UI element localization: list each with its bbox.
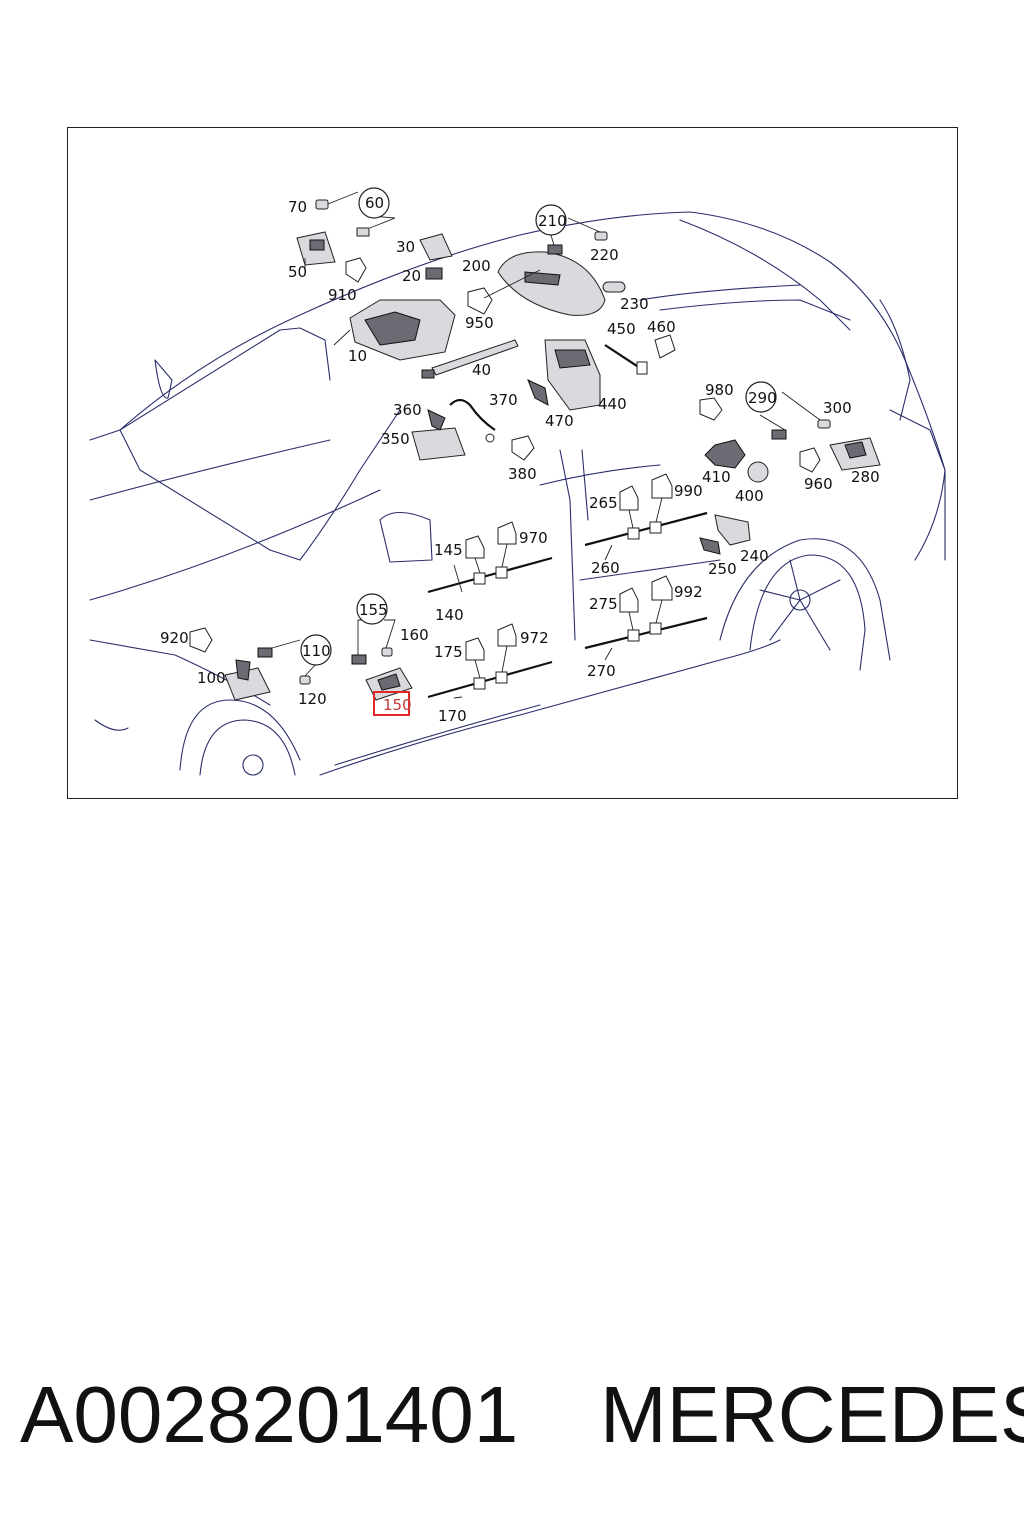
label-300: 300 — [823, 399, 852, 417]
label-40: 40 — [472, 361, 491, 379]
label-992: 992 — [674, 583, 703, 601]
part-number: A0028201401 — [20, 1370, 519, 1459]
label-990: 990 — [674, 482, 703, 500]
label-450: 450 — [607, 320, 636, 338]
callout-circles — [300, 187, 777, 666]
label-145: 145 — [434, 541, 463, 559]
label-70: 70 — [288, 198, 307, 216]
label-920: 920 — [160, 629, 189, 647]
label-440: 440 — [598, 395, 627, 413]
label-950: 950 — [465, 314, 494, 332]
label-970: 970 — [519, 529, 548, 547]
label-220: 220 — [590, 246, 619, 264]
label-240: 240 — [740, 547, 769, 565]
label-275: 275 — [589, 595, 618, 613]
highlight-box — [373, 691, 410, 716]
label-470: 470 — [545, 412, 574, 430]
label-380: 380 — [508, 465, 537, 483]
label-175: 175 — [434, 643, 463, 661]
label-265: 265 — [589, 494, 618, 512]
label-350: 350 — [381, 430, 410, 448]
label-410: 410 — [702, 468, 731, 486]
label-370: 370 — [489, 391, 518, 409]
highlight-150[interactable]: 150 — [373, 691, 412, 716]
brand-name: MERCEDES — [600, 1370, 1024, 1459]
label-120: 120 — [298, 690, 327, 708]
car-outline — [89, 211, 946, 776]
label-155: 155 — [359, 601, 388, 619]
label-150: 150 — [383, 696, 412, 714]
label-980: 980 — [705, 381, 734, 399]
label-60: 60 — [365, 194, 384, 212]
label-200: 200 — [462, 257, 491, 275]
callout-labels: 70 60 30 20 50 910 10 40 200 210 220 230… — [160, 194, 880, 725]
label-50: 50 — [288, 263, 307, 281]
label-290: 290 — [748, 389, 777, 407]
label-170: 170 — [438, 707, 467, 725]
label-972: 972 — [520, 629, 549, 647]
part-graphics — [189, 191, 881, 701]
label-110: 110 — [302, 642, 331, 660]
label-250: 250 — [708, 560, 737, 578]
label-100: 100 — [197, 669, 226, 687]
label-30: 30 — [396, 238, 415, 256]
label-460: 460 — [647, 318, 676, 336]
label-260: 260 — [591, 559, 620, 577]
label-160: 160 — [400, 626, 429, 644]
label-400: 400 — [735, 487, 764, 505]
label-280: 280 — [851, 468, 880, 486]
label-270: 270 — [587, 662, 616, 680]
label-10: 10 — [348, 347, 367, 365]
label-20: 20 — [402, 267, 421, 285]
label-210: 210 — [538, 212, 567, 230]
label-910: 910 — [328, 286, 357, 304]
label-360: 360 — [393, 401, 422, 419]
label-230: 230 — [620, 295, 649, 313]
label-960: 960 — [804, 475, 833, 493]
label-140: 140 — [435, 606, 464, 624]
